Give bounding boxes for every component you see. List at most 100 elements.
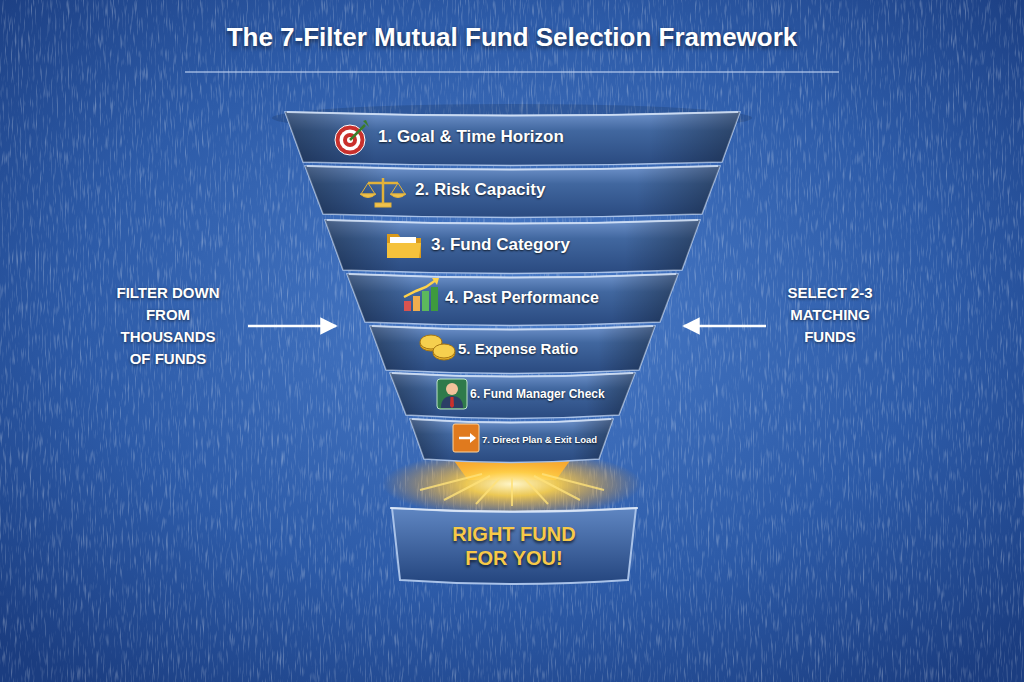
folder-paper xyxy=(390,237,416,247)
band-fill xyxy=(305,166,720,218)
folder-back xyxy=(387,234,421,258)
band-rim xyxy=(327,220,698,224)
result-box: RIGHT FUND FOR YOU! xyxy=(388,508,640,584)
result-rim xyxy=(390,508,638,512)
target-arrow-fletch xyxy=(363,120,369,127)
scales-string xyxy=(391,183,405,194)
exit-arrow xyxy=(459,437,473,440)
funnel-band: 1. Goal & Time Horizon xyxy=(285,112,740,162)
band-fill xyxy=(370,326,655,374)
band-fill xyxy=(410,419,613,463)
node-content: RIGHT FUND FOR YOU! xyxy=(388,508,640,584)
scales-base xyxy=(375,203,391,207)
scales-icon xyxy=(360,178,406,207)
target-ring xyxy=(347,137,353,143)
scales-string xyxy=(361,183,375,194)
filter-step: 2. Risk Capacity xyxy=(415,180,545,200)
coin xyxy=(420,337,442,351)
chart-bar xyxy=(404,301,411,311)
pointer-arrow xyxy=(248,325,336,328)
glow-ray xyxy=(444,476,490,500)
funnel-band: 4. Past Performance xyxy=(347,274,678,322)
diagram-title: The 7-Filter Mutual Fund Selection Frame… xyxy=(0,22,1024,53)
result-fill xyxy=(392,508,636,584)
manager-icon xyxy=(437,379,467,409)
node-content: 5. Expense Ratio xyxy=(370,326,655,370)
chart-trend-head xyxy=(432,278,439,285)
title-underline xyxy=(185,71,839,73)
scales-post xyxy=(382,178,385,204)
band-rim xyxy=(287,112,738,116)
chart-bar xyxy=(413,296,420,311)
band-rim xyxy=(372,326,653,330)
target-ring xyxy=(340,130,361,151)
band-shade xyxy=(305,166,720,218)
exit-arrow-head xyxy=(470,433,476,443)
target-ring xyxy=(335,125,365,155)
filter-step: 6. Fund Manager Check xyxy=(470,387,605,401)
scales-pan xyxy=(390,194,406,198)
band-rim xyxy=(307,166,718,170)
node-content: 7. Direct Plan & Exit Load xyxy=(410,419,613,459)
chart-bar xyxy=(431,287,438,311)
filter-step: 3. Fund Category xyxy=(431,235,570,255)
manager-frame xyxy=(437,379,467,409)
target-ring xyxy=(343,133,357,147)
filter-step: 4. Past Performance xyxy=(445,289,599,307)
node-content: 1. Goal & Time Horizon xyxy=(285,112,740,162)
coin xyxy=(420,335,442,349)
band-shade xyxy=(285,112,740,166)
result-label: RIGHT FUND FOR YOU! xyxy=(444,522,584,570)
band-shade xyxy=(325,220,700,274)
band-rim xyxy=(349,274,676,278)
node-content: 4. Past Performance xyxy=(347,274,678,322)
filter-step: 1. Goal & Time Horizon xyxy=(378,127,564,147)
glow-ray xyxy=(511,478,513,506)
funnel-band: 7. Direct Plan & Exit Load xyxy=(410,419,613,459)
scales-beam xyxy=(368,182,398,185)
pointer-arrow xyxy=(684,325,766,328)
coin xyxy=(433,346,455,360)
side-label: FILTER DOWN FROM THOUSANDS OF FUNDS xyxy=(110,282,226,370)
node-content: 6. Fund Manager Check xyxy=(390,373,635,415)
manager-body xyxy=(441,396,463,408)
band-shade xyxy=(370,326,655,374)
filter-step: 5. Expense Ratio xyxy=(458,340,578,357)
glow-ray xyxy=(420,474,482,490)
band-rim xyxy=(412,419,611,423)
folder-icon xyxy=(387,234,421,258)
manager-tie xyxy=(450,397,454,408)
funnel-band: 3. Fund Category xyxy=(325,220,700,270)
chart-trend xyxy=(404,280,436,297)
funnel-band: 5. Expense Ratio xyxy=(370,326,655,370)
coins-icon xyxy=(420,335,455,360)
band-rim xyxy=(392,373,633,377)
band-shade xyxy=(390,373,635,419)
side-label: SELECT 2-3 MATCHING FUNDS xyxy=(780,282,880,348)
band-fill xyxy=(347,274,678,326)
filter-step: 7. Direct Plan & Exit Load xyxy=(482,434,597,445)
coin xyxy=(433,344,455,358)
folder-front xyxy=(387,243,421,258)
funnel-band: 2. Risk Capacity xyxy=(305,166,720,214)
exit-icon xyxy=(453,424,479,452)
scales-pan xyxy=(360,194,376,198)
glow-ray xyxy=(534,476,580,500)
chart-bar xyxy=(422,291,429,311)
manager-head xyxy=(446,383,458,395)
node-content: 3. Fund Category xyxy=(325,220,700,270)
funnel-band: 6. Fund Manager Check xyxy=(390,373,635,415)
result-outline xyxy=(388,508,640,584)
exit-door xyxy=(453,424,479,452)
node-content: 2. Risk Capacity xyxy=(305,166,720,214)
chart-icon xyxy=(404,278,439,311)
band-fill xyxy=(390,373,635,419)
band-fill xyxy=(285,112,740,166)
glow-rays xyxy=(420,474,604,506)
band-fill xyxy=(325,220,700,274)
target-arrow xyxy=(350,125,365,140)
